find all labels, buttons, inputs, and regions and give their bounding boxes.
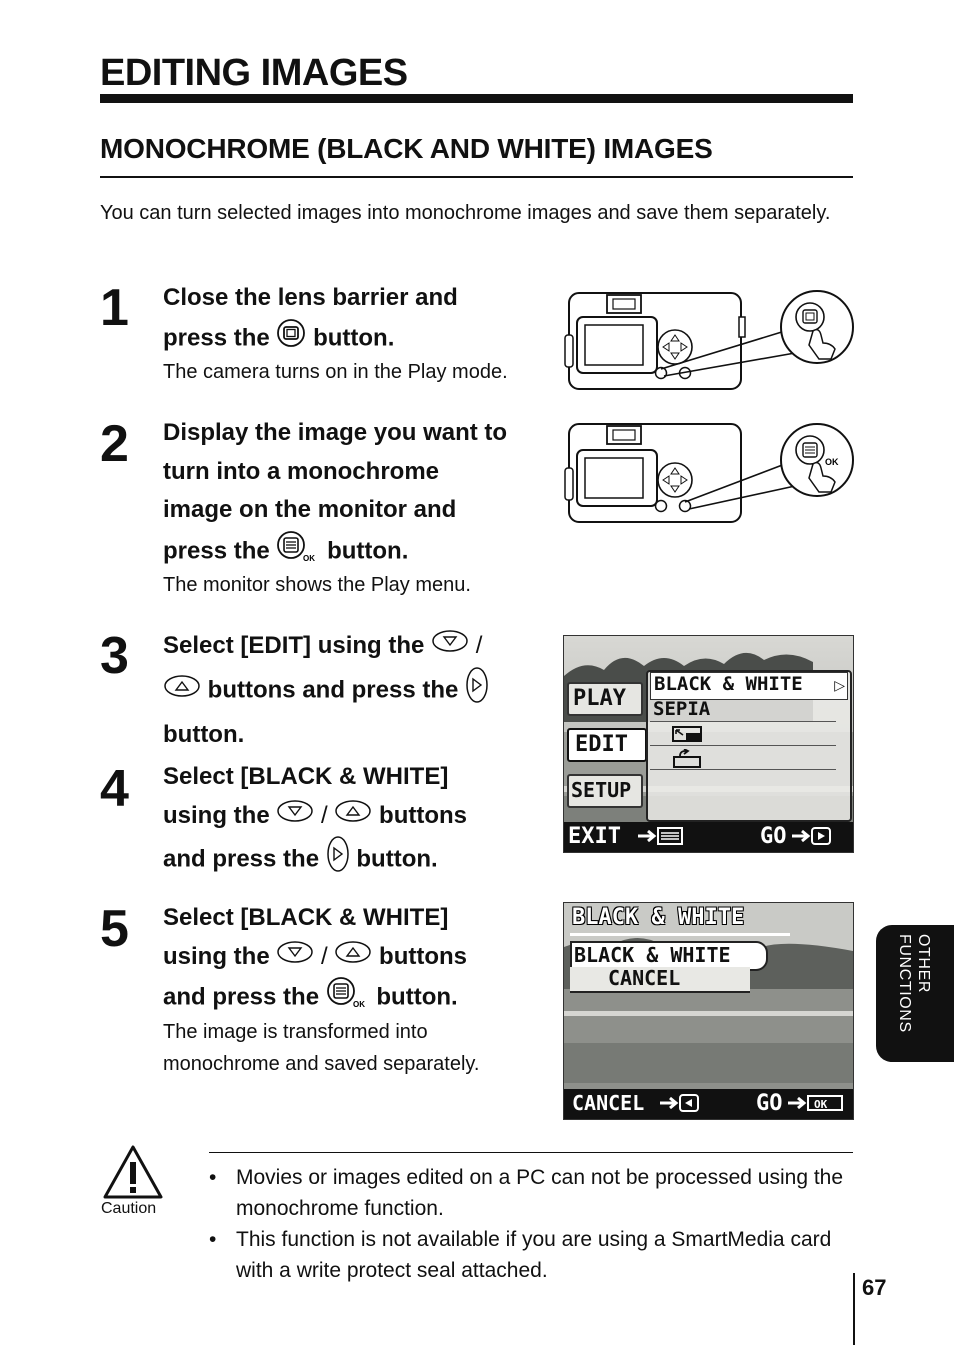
caution-bullet: •Movies or images edited on a PC can not…: [209, 1166, 844, 1220]
rotate-icon: [672, 748, 704, 774]
go-right-icon: [790, 826, 834, 851]
menu-ok-button-icon: OK: [276, 530, 320, 575]
down-button-icon: [276, 797, 314, 836]
step-1-note: The camera turns on in the Play mode.: [163, 361, 508, 383]
section-title: MONOCHROME (BLACK AND WHITE) IMAGES: [100, 133, 713, 164]
camera-illustration-monitor-button: [563, 287, 855, 398]
arrow-right-icon: ▷: [834, 677, 845, 693]
exit-menu-icon: [636, 826, 686, 851]
option-cancel[interactable]: CANCEL: [570, 966, 750, 993]
step-5-title: Select [BLACK & WHITE] using the / butto…: [163, 899, 467, 1021]
section-rule: [100, 176, 853, 178]
svg-text:OK: OK: [303, 554, 315, 562]
right-button-icon: [326, 835, 350, 886]
footer-go-label: GO: [760, 824, 787, 849]
step-5-number: 5: [100, 900, 129, 958]
intro-text: You can turn selected images into monoch…: [100, 202, 831, 224]
play-menu-screen: PLAY EDIT SETUP BLACK & WHITE ▷ SEPIA EX…: [563, 635, 854, 853]
right-button-icon: [465, 666, 489, 717]
up-button-icon: [163, 672, 201, 711]
svg-text:OK: OK: [825, 457, 839, 467]
down-button-icon: [431, 627, 469, 666]
page-number-rule: [853, 1273, 855, 1345]
svg-text:OK: OK: [814, 1098, 828, 1111]
submenu-item-resize[interactable]: [650, 723, 836, 746]
camera-illustration-menu-button: OK: [563, 418, 855, 531]
step-5-note: The image is transformed into monochrome…: [163, 1021, 480, 1075]
up-button-icon: [334, 938, 372, 977]
side-tab: [876, 925, 954, 1062]
footer-cancel-label: CANCEL: [572, 1091, 645, 1115]
footer-go-label: GO: [756, 1091, 783, 1116]
menu-tab-setup[interactable]: SETUP: [567, 774, 643, 808]
black-white-confirm-screen: BLACK & WHITE BLACK & WHITE CANCEL CANCE…: [563, 902, 854, 1120]
resize-icon: [672, 725, 704, 748]
step-1-number: 1: [100, 279, 129, 337]
title-rule: [100, 94, 853, 103]
caution-bullet: •This function is not available if you a…: [209, 1228, 832, 1282]
edit-submenu: BLACK & WHITE ▷ SEPIA: [646, 670, 852, 822]
step-3-title: Select [EDIT] using the / buttons and pr…: [163, 627, 489, 755]
submenu-item-black-white[interactable]: BLACK & WHITE ▷: [650, 672, 848, 700]
down-button-icon: [276, 938, 314, 977]
submenu-item-rotate[interactable]: [650, 747, 836, 770]
submenu-item-sepia[interactable]: SEPIA: [650, 698, 836, 722]
step-1-title: Close the lens barrier and press the but…: [163, 279, 458, 360]
step-4-title: Select [BLACK & WHITE] using the / butto…: [163, 758, 467, 886]
menu-tab-edit[interactable]: EDIT: [567, 728, 647, 762]
caution-bullets: •Movies or images edited on a PC can not…: [209, 1162, 859, 1286]
page-number: 67: [862, 1275, 887, 1300]
footer-exit-label: EXIT: [568, 824, 621, 849]
step-4-number: 4: [100, 760, 129, 818]
confirm-title: BLACK & WHITE: [572, 905, 745, 930]
caution-rule: [209, 1152, 853, 1153]
go-ok-icon: OK: [786, 1093, 846, 1118]
side-tab-label: OTHER FUNCTIONS: [896, 934, 932, 1033]
step-3-number: 3: [100, 627, 129, 685]
caution-label: Caution: [101, 1200, 157, 1217]
up-button-icon: [334, 797, 372, 836]
svg-text:OK: OK: [353, 1000, 365, 1008]
step-2-number: 2: [100, 415, 129, 473]
menu-ok-button-icon: OK: [326, 976, 370, 1021]
step-2-title: Display the image you want to turn into …: [163, 414, 507, 574]
menu-tab-play[interactable]: PLAY: [567, 682, 643, 716]
monitor-button-icon: [276, 318, 306, 361]
step-2-note: The monitor shows the Play menu.: [163, 574, 471, 596]
caution-icon: [102, 1144, 164, 1205]
page-title: EDITING IMAGES: [100, 52, 408, 94]
option-black-white[interactable]: BLACK & WHITE: [570, 941, 768, 971]
cancel-left-icon: [658, 1093, 702, 1118]
